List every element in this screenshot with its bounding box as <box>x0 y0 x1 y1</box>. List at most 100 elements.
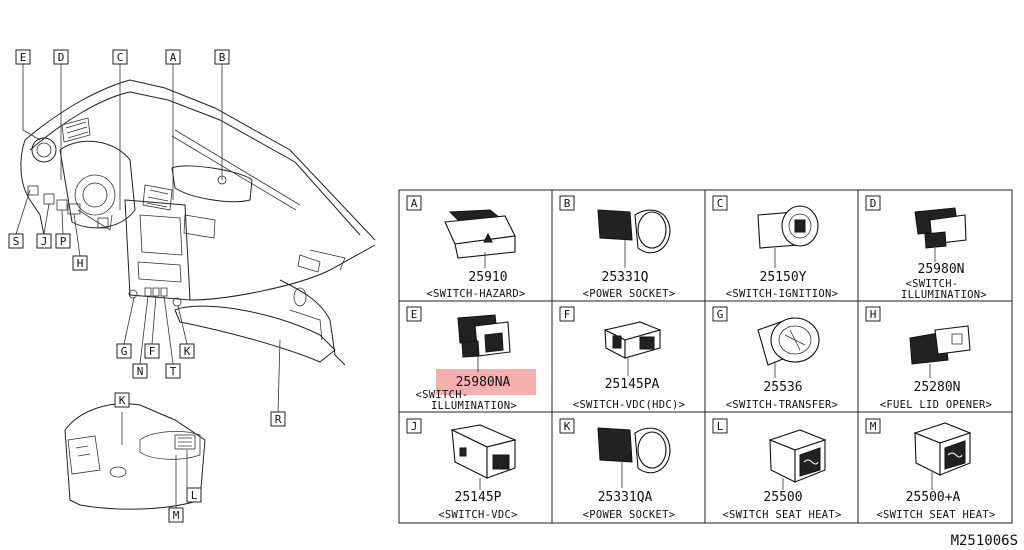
svg-text:K: K <box>119 394 126 407</box>
svg-text:H: H <box>77 257 84 270</box>
part-cell-e[interactable]: E 25980NA <SWITCH- ILLUMINATION> <box>406 306 517 412</box>
part-cell-g[interactable]: G 25536 <SWITCH-TRANSFER> <box>712 306 839 411</box>
part-description: <POWER SOCKET> <box>583 288 676 300</box>
svg-text:B: B <box>219 51 226 64</box>
svg-text:G: G <box>717 308 724 321</box>
dashboard-callouts: E D C A B S J P H G N F T K R <box>8 49 286 427</box>
seat-heat-switch-icon <box>913 422 972 476</box>
part-cell-b[interactable]: B 25331Q <POWER SOCKET> <box>559 195 676 300</box>
svg-text:C: C <box>717 197 724 210</box>
part-description: <SWITCH- <box>906 278 959 290</box>
svg-text:K: K <box>564 420 571 433</box>
svg-text:P: P <box>60 235 67 248</box>
callout-j: J <box>36 233 52 249</box>
part-number: 25500+A <box>906 490 961 505</box>
svg-text:D: D <box>870 197 877 210</box>
inset-callout-k: K <box>114 392 130 408</box>
vdc-hdc-switch-icon <box>603 321 662 359</box>
inset-callout-l: L <box>186 487 202 503</box>
part-cell-c[interactable]: C 25150Y <SWITCH-IGNITION> <box>712 195 839 300</box>
callout-e: E <box>15 49 31 65</box>
part-number: 25536 <box>763 380 802 395</box>
svg-text:J: J <box>41 235 48 248</box>
part-description: <POWER SOCKET> <box>583 509 676 521</box>
callout-h: H <box>72 255 88 271</box>
callout-c: C <box>112 49 128 65</box>
svg-text:M: M <box>173 509 180 522</box>
part-number: 25980NA <box>456 375 511 390</box>
callout-k: K <box>179 343 195 359</box>
parts-grid <box>398 189 1013 524</box>
part-cell-l[interactable]: L 25500 <SWITCH SEAT HEAT> <box>712 418 842 521</box>
part-cell-m[interactable]: M 25500+A <SWITCH SEAT HEAT> <box>865 418 996 521</box>
callout-t: T <box>165 363 181 379</box>
svg-text:F: F <box>564 308 571 321</box>
svg-text:A: A <box>170 51 177 64</box>
callout-p: P <box>55 233 71 249</box>
callout-b: B <box>214 49 230 65</box>
part-description: <SWITCH-VDC(HDC)> <box>573 399 686 411</box>
seat-heat-switch-icon <box>768 429 827 483</box>
dashboard-leaders <box>15 64 281 413</box>
callout-n: N <box>132 363 148 379</box>
part-number: 25331QA <box>598 490 653 505</box>
callout-r: R <box>270 411 286 427</box>
svg-text:L: L <box>191 489 198 502</box>
svg-text:C: C <box>117 51 124 64</box>
svg-text:R: R <box>275 413 282 426</box>
illumination-switch-icon <box>914 207 967 249</box>
part-cell-h[interactable]: H 25280N <FUEL LID OPENER> <box>865 306 993 411</box>
svg-text:S: S <box>13 235 20 248</box>
part-description: <SWITCH SEAT HEAT> <box>876 509 995 521</box>
svg-text:N: N <box>137 365 144 378</box>
svg-text:A: A <box>411 197 418 210</box>
svg-text:G: G <box>121 345 128 358</box>
part-number: 25145P <box>455 490 502 505</box>
part-cell-k[interactable]: K 25331QA <POWER SOCKET> <box>559 418 676 521</box>
part-number: 25980N <box>918 262 965 277</box>
callout-d: D <box>53 49 69 65</box>
part-number: 25331Q <box>602 270 649 285</box>
part-description: <SWITCH-IGNITION> <box>726 288 839 300</box>
part-description: <SWITCH- <box>416 389 469 401</box>
part-description: <FUEL LID OPENER> <box>880 399 993 411</box>
vdc-switch-icon <box>450 424 517 479</box>
callout-g: G <box>116 343 132 359</box>
svg-text:K: K <box>184 345 191 358</box>
part-cell-a[interactable]: A 25910 <SWITCH-HAZARD> <box>406 195 526 300</box>
svg-text:J: J <box>411 420 418 433</box>
svg-text:D: D <box>58 51 65 64</box>
part-cell-f[interactable]: F 25145PA <SWITCH-VDC(HDC)> <box>559 306 686 411</box>
svg-text:L: L <box>717 420 724 433</box>
part-description: <SWITCH-VDC> <box>438 509 517 521</box>
power-socket-icon <box>597 209 671 254</box>
part-number: 25910 <box>468 270 507 285</box>
part-cell-j[interactable]: J 25145P <SWITCH-VDC> <box>406 418 518 521</box>
diagram-code: M251006S <box>951 533 1018 549</box>
fuel-lid-opener-icon <box>909 325 971 365</box>
part-number: 25150Y <box>760 270 807 285</box>
svg-text:T: T <box>170 365 177 378</box>
callout-a: A <box>165 49 181 65</box>
part-description-line2: ILLUMINATION> <box>901 289 987 301</box>
part-cell-d[interactable]: D 25980N <SWITCH- ILLUMINATION> <box>865 195 987 301</box>
power-socket-icon <box>597 427 671 474</box>
console-inset: K L M <box>64 392 206 523</box>
callout-s: S <box>8 233 24 249</box>
part-number: 25280N <box>914 380 961 395</box>
part-number: 25500 <box>763 490 802 505</box>
svg-text:E: E <box>20 51 27 64</box>
part-number: 25145PA <box>605 377 660 392</box>
hazard-switch-icon <box>444 209 516 259</box>
part-description: <SWITCH SEAT HEAT> <box>722 509 841 521</box>
callout-f: F <box>144 343 160 359</box>
part-description-line2: ILLUMINATION> <box>431 400 517 412</box>
transfer-switch-icon <box>757 317 820 366</box>
part-description: <SWITCH-TRANSFER> <box>726 399 839 411</box>
svg-text:H: H <box>870 308 877 321</box>
ignition-switch-icon <box>757 205 819 249</box>
inset-callout-m: M <box>168 507 184 523</box>
svg-text:F: F <box>149 345 156 358</box>
dashboard-illustration <box>20 79 376 366</box>
